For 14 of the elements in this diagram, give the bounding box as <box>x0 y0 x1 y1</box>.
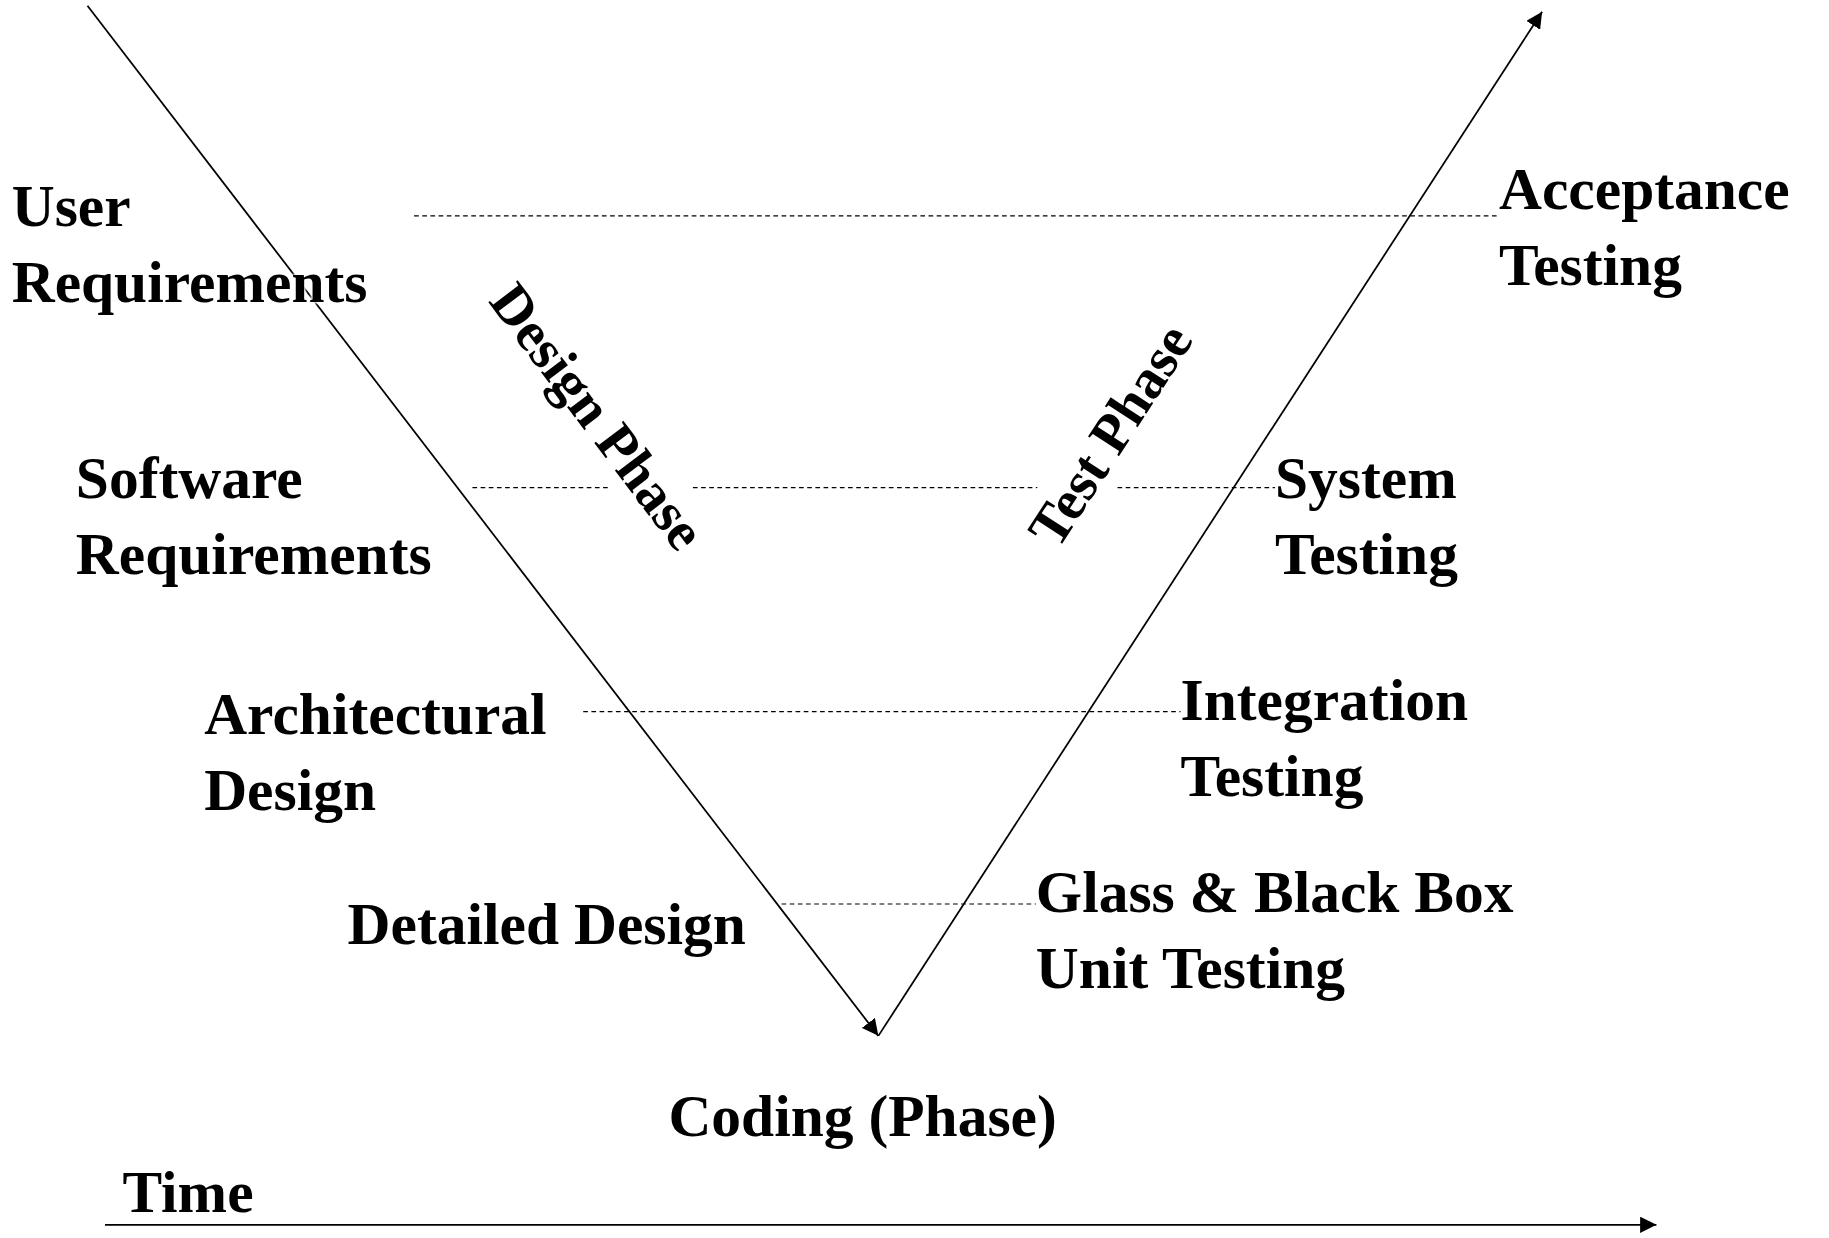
arrow <box>877 10 1543 1037</box>
stage-label: Integration Testing <box>1180 662 1502 815</box>
stage-label: Detailed Design <box>347 886 782 963</box>
stage-label: Coding (Phase) <box>668 1035 1089 1155</box>
dashed-line <box>582 710 1182 713</box>
dashed-line <box>780 903 1037 905</box>
stage-label: Acceptance Testing <box>1498 151 1824 304</box>
stage-label: Glass & Black Box Unit Testing <box>1035 855 1561 1007</box>
axis-label: Time <box>122 1158 254 1227</box>
stage-label: System Testing <box>1275 440 1491 593</box>
dashed-line <box>413 215 1500 217</box>
stage-label: Architectural Design <box>204 676 584 829</box>
stage-label: Software Requirements <box>75 440 473 593</box>
arrow <box>86 4 880 1037</box>
